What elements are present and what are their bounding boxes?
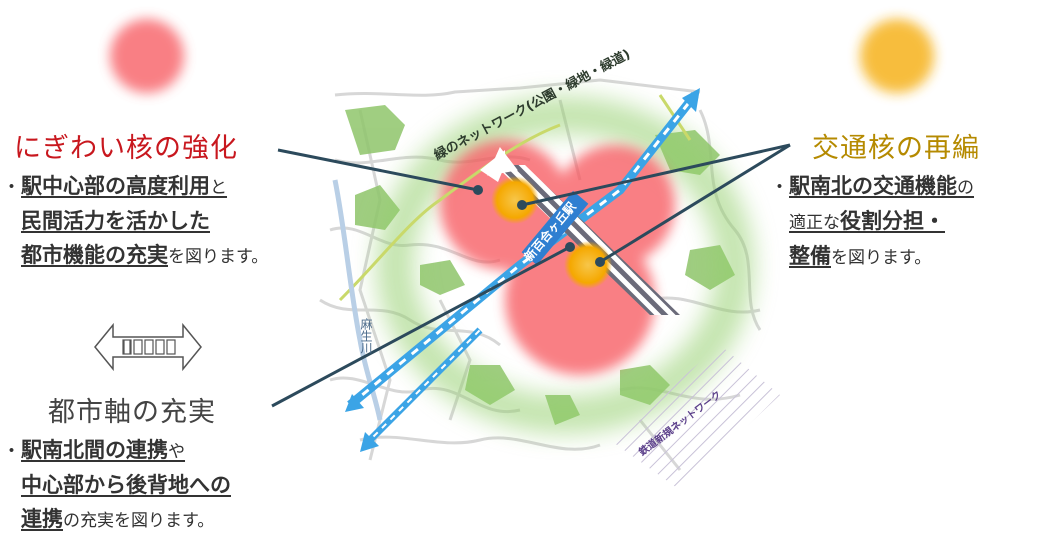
nigiwai-line-2: 民間活力を活かした bbox=[2, 205, 268, 239]
toshijiku-line-1-bold: 駅南北間の連携 bbox=[21, 438, 169, 462]
koutsu-heading: 交通核の再編 bbox=[812, 133, 980, 164]
koutsu-core-north bbox=[491, 176, 539, 224]
bullet: ・ bbox=[2, 176, 22, 198]
rail-arrow-sw bbox=[360, 432, 379, 452]
koutsu-line-1-bold: 駅南北の交通機能 bbox=[789, 174, 958, 198]
toshijiku-line-1: ・駅南北間の連携や bbox=[2, 434, 231, 469]
leader-end-dot bbox=[517, 200, 527, 210]
toshijiku-heading: 都市軸の充実 bbox=[48, 397, 216, 428]
nigiwai-line-3: 都市機能の充実を図ります。 bbox=[2, 239, 268, 274]
city-axis-arrow bbox=[480, 147, 680, 315]
toshijiku-line-3: 連携の充実を図ります。 bbox=[2, 503, 231, 538]
river-label: 麻生川 bbox=[359, 317, 373, 354]
koutsu-line-1-rest: の bbox=[957, 178, 975, 198]
koutsu-line-1: ・駅南北の交通機能の bbox=[770, 170, 974, 205]
double-arrow-icon bbox=[94, 322, 202, 372]
koutsu-line-3: 整備を図ります。 bbox=[770, 240, 974, 275]
leader-end-dot bbox=[595, 257, 605, 267]
nigiwai-line-1: ・駅中心部の高度利用と bbox=[2, 170, 268, 205]
main-road bbox=[338, 123, 561, 302]
nigiwai-line-3-bold: 都市機能の充実 bbox=[21, 243, 168, 267]
rail-arrow-ne bbox=[682, 88, 700, 112]
bullet: ・ bbox=[2, 440, 22, 462]
nigiwai-line-2-bold: 民間活力を活かした bbox=[21, 209, 210, 233]
rail-arrow-sw bbox=[345, 394, 364, 412]
koutsu-line-2: 適正な役割分担・ bbox=[770, 205, 974, 240]
toshijiku-line-2-bold: 中心部から後背地への bbox=[21, 473, 231, 497]
leader-end-dot bbox=[565, 242, 575, 252]
nigiwai-line-3-rest: を図ります。 bbox=[168, 247, 269, 267]
toshijiku-line-2: 中心部から後背地への bbox=[2, 469, 231, 503]
station-label-box bbox=[521, 190, 589, 266]
koutsu-line-3-rest: を図ります。 bbox=[831, 248, 932, 268]
leader-end-dot bbox=[473, 185, 483, 195]
leader-lines bbox=[271, 143, 791, 408]
toshijiku-description: ・駅南北間の連携や 中心部から後背地への 連携の充実を図ります。 bbox=[2, 434, 231, 538]
toshijiku-line-1-rest: や bbox=[168, 442, 186, 462]
nigiwai-heading: にぎわい核の強化 bbox=[14, 133, 238, 164]
nigiwai-line-1-bold: 駅中心部の高度利用 bbox=[21, 174, 211, 198]
koutsu-description: ・駅南北の交通機能の 適正な役割分担・ 整備を図ります。 bbox=[770, 170, 974, 275]
rail-network-zone bbox=[610, 345, 780, 490]
koutsu-line-2-pre: 適正な bbox=[789, 213, 840, 233]
toshijiku-line-3-rest: の充実を図ります。 bbox=[63, 511, 215, 531]
koutsu-core-south bbox=[564, 241, 612, 289]
nigiwai-line-1-rest: と bbox=[210, 178, 228, 198]
toshijiku-line-3-bold: 連携 bbox=[21, 507, 63, 531]
nigiwai-legend-blob bbox=[110, 19, 184, 93]
green-network-ring bbox=[376, 96, 754, 434]
bullet: ・ bbox=[770, 176, 790, 198]
koutsu-legend-blob bbox=[860, 19, 934, 93]
nigiwai-description: ・駅中心部の高度利用と 民間活力を活かした 都市機能の充実を図ります。 bbox=[2, 170, 268, 274]
river bbox=[332, 179, 383, 421]
koutsu-line-2-bold: 役割分担・ bbox=[840, 209, 945, 233]
koutsu-line-3-bold: 整備 bbox=[789, 244, 831, 268]
